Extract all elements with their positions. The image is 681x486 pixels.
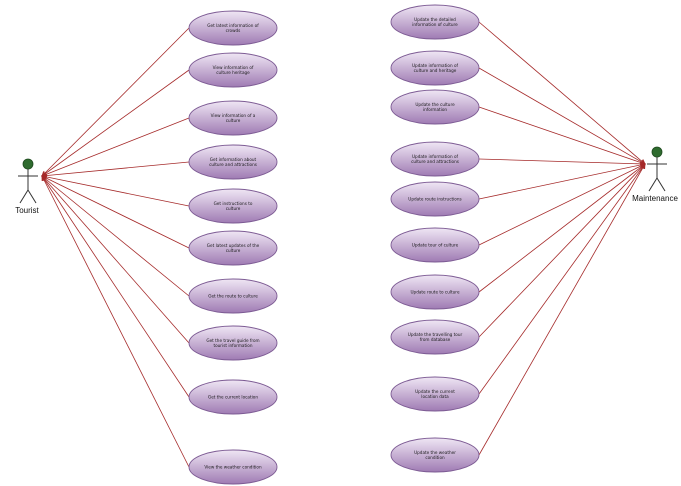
tourist-association-line	[41, 161, 190, 177]
tourist-association-line	[41, 175, 190, 468]
tourist-usecase-label: View the weather condition	[204, 465, 262, 470]
maintenance-usecase-ellipse	[390, 4, 480, 40]
maintenance-association-line	[478, 163, 646, 293]
maintenance-association-line	[478, 163, 646, 200]
tourist-usecase-ellipse	[188, 230, 278, 266]
tourist-usecase-ellipse	[188, 379, 278, 415]
maintenance-association-line	[478, 163, 646, 246]
tourist-usecase-ellipse	[188, 144, 278, 180]
maintenance-actor-label: Maintenance	[632, 194, 678, 203]
tourist-association-line	[41, 175, 190, 249]
tourist-usecase-ellipse	[188, 325, 278, 361]
tourist-actor-right-leg	[27, 189, 37, 204]
tourist-usecase-ellipse	[188, 278, 278, 314]
tourist-usecase-ellipse	[188, 10, 278, 46]
maintenance-usecase-ellipse	[390, 227, 480, 263]
tourist-association-line	[41, 117, 190, 177]
maintenance-association-line	[478, 163, 646, 395]
tourist-actor-head	[22, 158, 34, 170]
maintenance-usecase-ellipse	[390, 89, 480, 125]
maintenance-usecase: Update tour of culture	[390, 227, 480, 263]
maintenance-usecase: Update route to culture	[390, 274, 480, 310]
tourist-association-line	[41, 27, 190, 177]
maintenance-actor: Maintenance	[632, 146, 678, 203]
maintenance-association-line	[478, 67, 646, 165]
tourist-association-line	[41, 175, 190, 398]
tourist-association-line	[41, 175, 190, 344]
maintenance-association-line	[478, 158, 646, 165]
tourist-usecase-ellipse	[188, 100, 278, 136]
association-lines	[41, 21, 646, 468]
tourist-usecase-ellipse	[188, 449, 278, 485]
tourist-usecase-ellipse	[188, 52, 278, 88]
maintenance-association-line	[478, 106, 646, 165]
maintenance-usecase-label: Update route to culture	[410, 290, 459, 295]
maintenance-usecase-ellipse	[390, 274, 480, 310]
tourist-association-line	[41, 175, 190, 297]
tourist-actor: Tourist	[15, 158, 40, 215]
maintenance-association-arrowhead	[640, 163, 646, 170]
tourist-usecase: Get the current location	[188, 379, 278, 415]
maintenance-usecase-label: Update tour of culture	[412, 243, 459, 248]
tourist-association-arrowhead	[41, 175, 47, 182]
tourist-usecase-label: Get the current location	[208, 395, 258, 400]
maintenance-association-line	[478, 21, 646, 165]
maintenance-usecase-ellipse	[390, 319, 480, 355]
maintenance-usecase: Update route instructions	[390, 181, 480, 217]
maintenance-actor-right-leg	[656, 177, 666, 192]
maintenance-usecase-ellipse	[390, 181, 480, 217]
maintenance-actor-head	[651, 146, 663, 158]
maintenance-association-line	[478, 163, 646, 456]
tourist-actor-label: Tourist	[15, 206, 39, 215]
maintenance-usecase-ellipse	[390, 141, 480, 177]
maintenance-usecase-ellipse	[390, 50, 480, 86]
tourist-usecase: View the weather condition	[188, 449, 278, 485]
maintenance-usecase-ellipse	[390, 437, 480, 473]
maintenance-usecase-label: Update route instructions	[408, 197, 461, 202]
maintenance-association-line	[478, 163, 646, 338]
tourist-association-line	[41, 175, 190, 207]
tourist-usecase: Get the route to culture	[188, 278, 278, 314]
maintenance-actor-left-leg	[648, 177, 658, 192]
tourist-association-line	[41, 69, 190, 177]
tourist-actor-left-leg	[19, 189, 29, 204]
tourist-usecase-ellipse	[188, 188, 278, 224]
maintenance-usecase-ellipse	[390, 376, 480, 412]
tourist-usecase-label: Get the route to culture	[208, 294, 258, 299]
